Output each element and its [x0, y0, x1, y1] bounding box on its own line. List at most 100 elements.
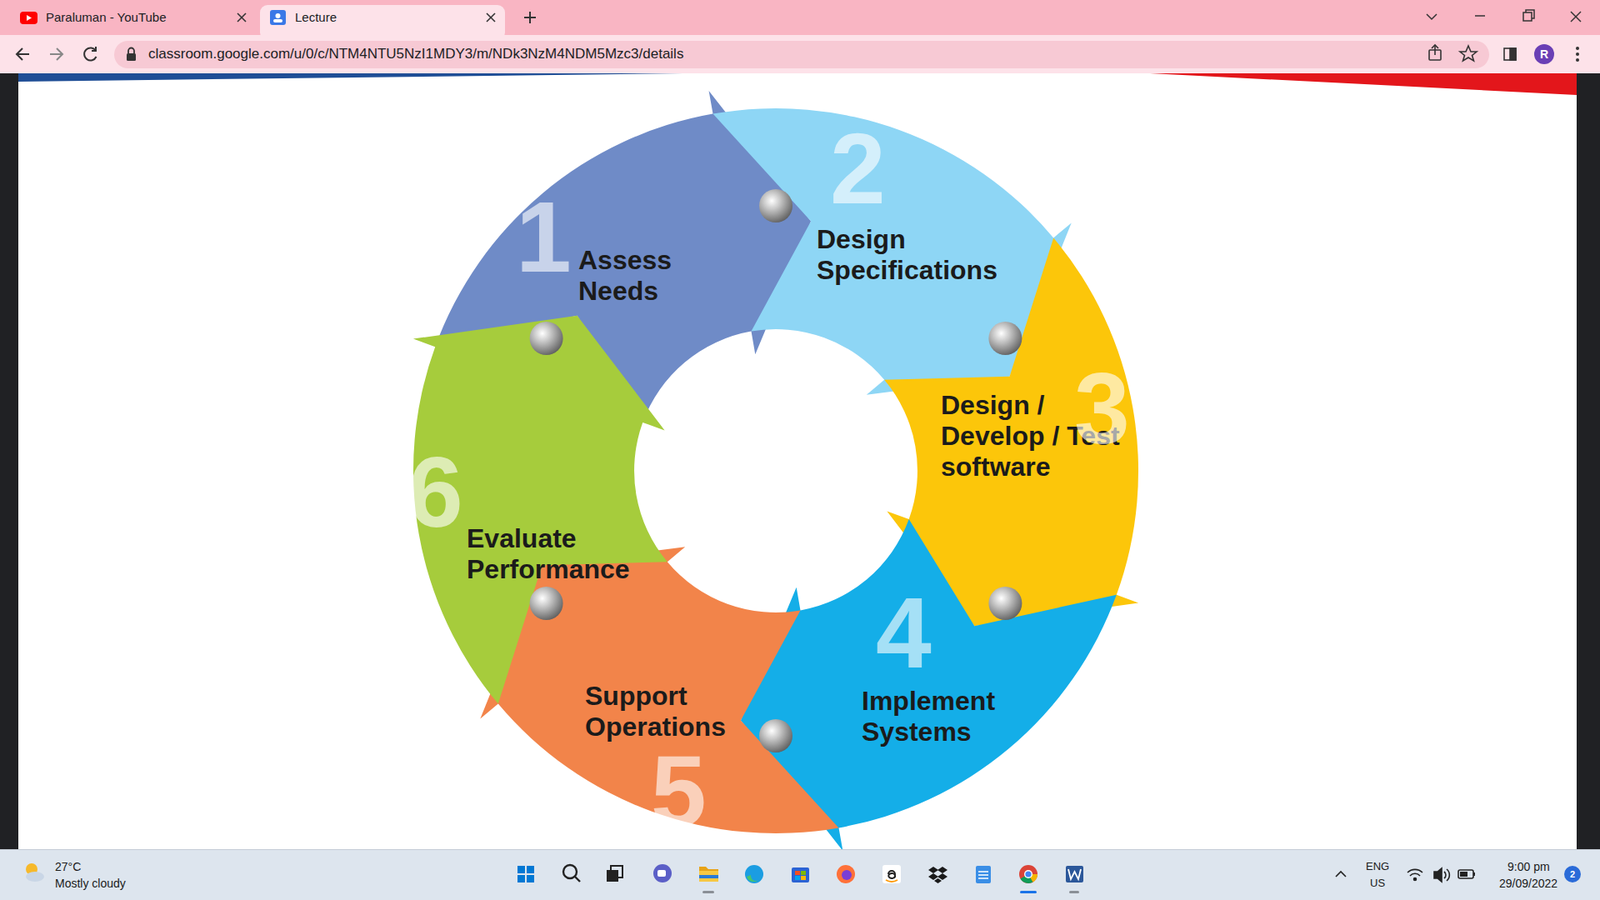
- window-controls: [1570, 11, 1581, 22]
- window-controls: [1475, 15, 1485, 17]
- taskbar: [0, 849, 1600, 850]
- silver-ball: [988, 586, 1022, 620]
- start-button: [526, 875, 535, 883]
- classroom-icon: [270, 10, 286, 25]
- step-label: Design Specifications: [816, 224, 1017, 286]
- toolbar-icons: [1460, 45, 1477, 61]
- tray-icons: [1335, 871, 1346, 877]
- step-number: 4: [875, 575, 932, 690]
- tab-title: Paraluman - YouTube: [45, 10, 167, 25]
- step-number: 5: [650, 733, 707, 849]
- search-icon: [575, 876, 580, 882]
- dropbox-icon: [934, 878, 942, 884]
- profile-avatar: [1534, 44, 1555, 65]
- tray-icons: [1407, 869, 1423, 876]
- file-explorer-icon: [699, 870, 719, 882]
- step-label: Evaluate Performance: [466, 523, 642, 585]
- tab-title: Lecture: [295, 10, 337, 25]
- tab-bar: [260, 5, 505, 40]
- address-bar: [0, 35, 1600, 74]
- slide-stripe: [18, 73, 1577, 95]
- amazon-icon: [885, 880, 898, 882]
- content-area: [0, 73, 19, 850]
- word-icon: [1069, 890, 1080, 894]
- address-bar: [114, 40, 1490, 69]
- navigation-icons: [56, 48, 63, 60]
- file-explorer-icon: [699, 875, 719, 879]
- amazon-icon: [888, 870, 895, 879]
- step-label: Implement Systems: [861, 685, 1020, 748]
- tray-icons: [1460, 871, 1468, 877]
- classroom-icon: [273, 19, 283, 23]
- store-icon: [800, 870, 806, 875]
- notepad-icon: [978, 870, 989, 873]
- taskbar: [0, 849, 1600, 900]
- start-button: [526, 865, 535, 874]
- dropbox-icon: [928, 866, 939, 874]
- notification-badge: [1564, 865, 1581, 883]
- store-icon: [795, 870, 800, 875]
- navigation-icons: [16, 48, 23, 60]
- window-controls: [1523, 12, 1532, 21]
- step-text: Assess Needs: [578, 245, 687, 307]
- youtube-icon: [20, 11, 38, 25]
- youtube-icon: [26, 15, 32, 21]
- chrome-icon: [1019, 865, 1038, 884]
- toolbar-icons: [1431, 45, 1439, 49]
- amazon-icon: [882, 865, 901, 884]
- task-view-icon: [606, 870, 619, 882]
- tab-close-icon: [237, 13, 246, 22]
- tab-close-icon: [486, 13, 495, 22]
- window-controls: [1525, 10, 1535, 19]
- tab-bar: [0, 0, 1600, 40]
- tray-icons: [1444, 869, 1450, 881]
- navigation-icons: [50, 53, 63, 55]
- silver-ball: [759, 189, 793, 223]
- step-number: 2: [830, 110, 886, 226]
- menu-icon: [1575, 46, 1580, 50]
- weather-temp: 27°C: [55, 860, 81, 874]
- tray-icons: [1414, 878, 1417, 881]
- file-explorer-icon: [702, 890, 715, 894]
- step-text: Implement Systems: [861, 685, 1020, 748]
- edge-icon: [745, 865, 764, 884]
- firefox-icon: [836, 865, 855, 884]
- menu-icon: [1575, 46, 1580, 62]
- content-area: [1576, 73, 1600, 850]
- word-icon: [1065, 865, 1084, 894]
- new-tab-icon: [524, 11, 536, 24]
- edge-icon: [746, 875, 761, 882]
- toolbar-icons: [1504, 48, 1516, 60]
- step-label: Support Operations: [585, 680, 744, 743]
- new-tab-icon: [529, 11, 531, 24]
- tab-close-icon: [237, 13, 246, 22]
- tray-icons: [1335, 868, 1475, 882]
- chrome-icon: [1025, 870, 1031, 877]
- language-code: US: [1370, 877, 1385, 890]
- chrome-icon: [1020, 890, 1037, 894]
- profile-avatar: [1534, 44, 1555, 65]
- search-icon: [563, 865, 580, 882]
- youtube-icon: [20, 11, 38, 25]
- lock-icon: [128, 48, 135, 55]
- chrome-icon: [1019, 865, 1038, 894]
- tab-bar: [0, 0, 1600, 35]
- chrome-icon: [1024, 870, 1033, 879]
- amazon-icon: [882, 865, 901, 884]
- step-text: Design Specifications: [816, 224, 1017, 286]
- task-view-icon: [606, 865, 623, 882]
- navigation-icons: [16, 46, 97, 60]
- menu-icon: [1575, 58, 1580, 62]
- silver-ball: [988, 321, 1022, 355]
- toolbar-icons: [1429, 45, 1516, 61]
- step-label: Assess Needs: [578, 245, 687, 307]
- tab-close-icon: [237, 13, 495, 22]
- store-icon: [791, 867, 810, 883]
- chat-icon: [653, 864, 672, 883]
- classroom-icon: [270, 10, 286, 25]
- dropbox-icon: [937, 873, 948, 880]
- silver-ball: [530, 586, 564, 620]
